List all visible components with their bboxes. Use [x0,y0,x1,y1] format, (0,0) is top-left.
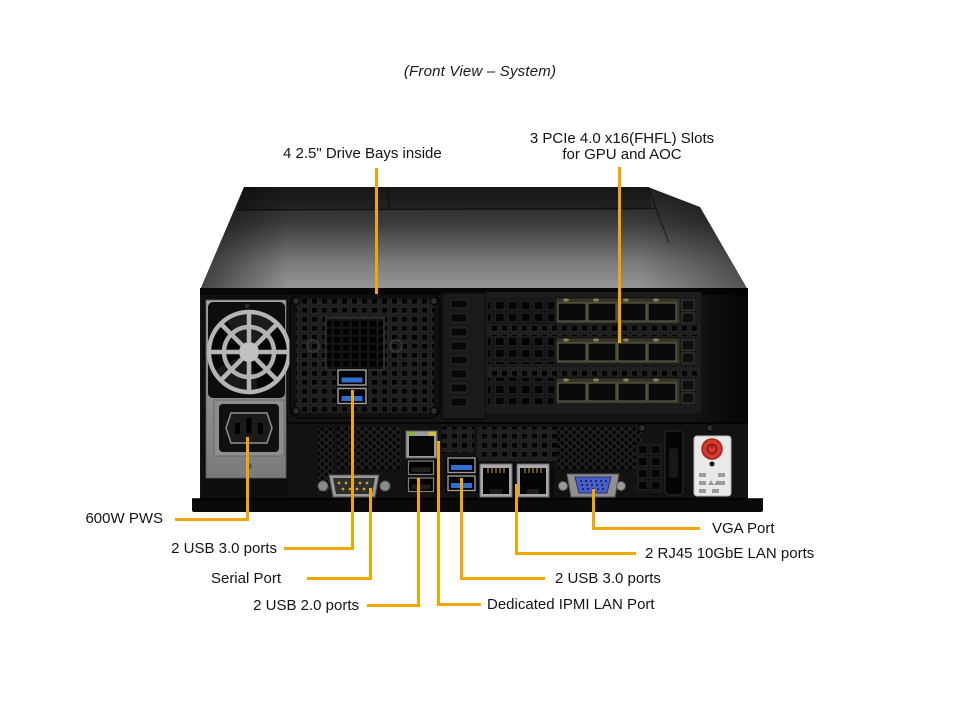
callout-line-usb2-v [417,478,420,607]
bracket-slot-cutout [664,430,684,496]
pcie-slot-3 [488,377,695,405]
power-inlet-c14 [213,399,285,469]
label-usb3-right: 2 USB 3.0 ports [555,570,661,587]
callout-line-usb2-h [367,604,420,607]
callout-line-lan-h [515,552,636,555]
callout-line-serial-h [307,577,372,580]
fan-panel [289,293,441,419]
callout-line-drive-bays [375,168,378,294]
control-panel [693,435,732,497]
power-button [701,438,723,460]
callout-line-ipmi-h [437,603,481,606]
pcie-slots-area [486,292,701,413]
label-600w-pws: 600W PWS [85,510,163,527]
pcie-slot-1 [488,297,695,325]
chassis-top-face [200,186,748,290]
riser-bracket [441,292,487,420]
pcie-slot-2 [488,337,695,365]
callout-line-lan-v [515,484,518,555]
label-lan-ports: 2 RJ45 10GbE LAN ports [645,545,815,562]
vga-port [558,473,626,498]
label-pcie-slots-line2: for GPU and AOC [562,146,682,163]
callout-line-usb3-left-h [284,547,354,550]
label-vga-port: VGA Port [712,520,775,537]
callout-line-serial-v [369,488,372,580]
callout-line-vga-h [592,527,700,530]
callout-line-pws-v [246,437,249,521]
label-drive-bays: 4 2.5" Drive Bays inside [283,145,442,162]
led-indicator-icons [699,473,725,493]
figure-title: (Front View – System) [403,63,557,80]
chassis-base [192,499,763,512]
usb2-ports [406,459,436,493]
label-usb2-ports: 2 USB 2.0 ports [253,597,359,614]
callout-line-pcie [618,167,621,343]
callout-line-ipmi-v [437,441,440,606]
label-usb3-left: 2 USB 3.0 ports [171,540,277,557]
label-ipmi-lan-port: Dedicated IPMI LAN Port [487,596,655,613]
serial-port [317,474,391,498]
reset-button [709,461,715,467]
label-pcie-slots-line1: 3 PCIe 4.0 x16(FHFL) Slots [529,130,715,147]
callout-line-vga-v [592,489,595,530]
callout-line-usb3-right-h [460,577,545,580]
callout-line-usb3-left-v [351,390,354,550]
psu-module [202,296,317,500]
label-pcie-slots: 3 PCIe 4.0 x16(FHFL) Slots for GPU and A… [516,131,728,163]
callout-line-pws-h [175,518,249,521]
callout-line-usb3-right-v [460,478,463,580]
label-serial-port: Serial Port [210,570,281,587]
server-chassis-image [192,186,763,512]
ipmi-lan-port [405,430,438,459]
psu-fan-grille [206,302,292,398]
